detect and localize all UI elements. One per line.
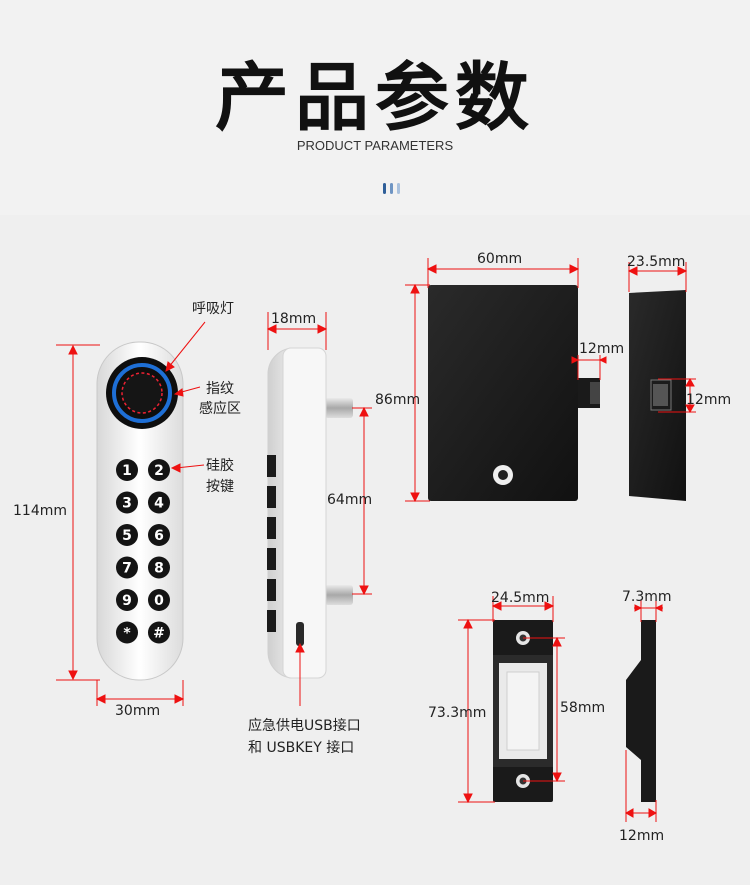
keypad-keys: 1 2 3 4 5 6 7 8 9 0 * # xyxy=(116,459,170,644)
front-keypad: 1 2 3 4 5 6 7 8 9 0 * # xyxy=(96,341,184,681)
label-fingerprint-1: 指纹 xyxy=(206,381,234,397)
key-1[interactable]: 1 xyxy=(116,459,138,481)
lock-body xyxy=(428,285,600,501)
label-usb-1: 应急供电USB接口 xyxy=(248,718,361,734)
dim-bolt-height: 12mm xyxy=(686,392,732,408)
dim-front-height: 114mm xyxy=(13,503,67,519)
lock-dimension-lines xyxy=(405,258,607,503)
usb-port xyxy=(296,622,304,646)
svg-text:#: # xyxy=(153,626,165,642)
side-dimension-lines xyxy=(266,312,372,706)
dim-body-width: 60mm xyxy=(477,251,523,267)
strike-side xyxy=(626,620,656,802)
dim-body-height: 86mm xyxy=(375,392,421,408)
key-hash[interactable]: # xyxy=(148,621,170,644)
label-silicone-2: 按键 xyxy=(206,479,234,495)
label-usb-2: 和 USBKEY 接口 xyxy=(248,740,355,756)
dim-strike-height: 73.3mm xyxy=(428,705,487,721)
dim-pin-spacing: 64mm xyxy=(327,492,373,508)
fingerprint-ring xyxy=(112,363,172,423)
dim-strike-side-bottom: 12mm xyxy=(619,828,665,844)
key-5[interactable]: 5 xyxy=(116,524,138,546)
label-silicone-1: 硅胶 xyxy=(206,458,234,474)
dim-front-width: 30mm xyxy=(115,703,161,719)
key-0[interactable]: 0 xyxy=(148,589,170,611)
dim-side-depth: 18mm xyxy=(271,311,317,327)
lock-side-dimension-lines xyxy=(627,262,696,414)
svg-text:9: 9 xyxy=(122,593,132,609)
dim-strike-side-top: 7.3mm xyxy=(622,589,672,605)
svg-text:5: 5 xyxy=(122,528,132,544)
lock-side xyxy=(629,290,686,501)
dim-bolt-width: 12mm xyxy=(579,341,625,357)
svg-text:2: 2 xyxy=(154,463,164,479)
svg-text:3: 3 xyxy=(122,496,132,512)
strike-side-dimension-lines xyxy=(624,600,663,822)
front-dimension-lines xyxy=(56,321,206,706)
key-4[interactable]: 4 xyxy=(148,491,170,514)
svg-text:6: 6 xyxy=(154,528,164,544)
key-7[interactable]: 7 xyxy=(116,556,138,579)
svg-text:4: 4 xyxy=(154,496,164,512)
key-8[interactable]: 8 xyxy=(148,556,170,579)
dim-strike-width: 24.5mm xyxy=(491,590,550,606)
key-6[interactable]: 6 xyxy=(148,524,170,546)
header-band xyxy=(0,0,750,215)
key-3[interactable]: 3 xyxy=(116,491,138,514)
svg-text:*: * xyxy=(123,626,131,642)
strike-dimension-lines xyxy=(458,596,565,804)
key-2[interactable]: 2 xyxy=(148,459,170,481)
divider-dots xyxy=(383,181,413,194)
label-breathing-light: 呼吸灯 xyxy=(192,301,234,317)
dim-strike-hole-spacing: 58mm xyxy=(560,700,606,716)
svg-text:7: 7 xyxy=(122,561,132,577)
svg-text:0: 0 xyxy=(154,593,164,609)
label-fingerprint-2: 感应区 xyxy=(199,401,241,417)
strike-plate xyxy=(493,620,553,802)
page-subtitle: PRODUCT PARAMETERS xyxy=(296,138,454,153)
svg-text:1: 1 xyxy=(122,463,132,479)
key-star[interactable]: * xyxy=(116,621,138,644)
svg-text:8: 8 xyxy=(154,561,164,577)
side-view xyxy=(267,347,353,679)
key-9[interactable]: 9 xyxy=(116,589,138,611)
dim-side-thickness: 23.5mm xyxy=(627,254,686,270)
page-title: 产品参数 xyxy=(215,55,535,141)
